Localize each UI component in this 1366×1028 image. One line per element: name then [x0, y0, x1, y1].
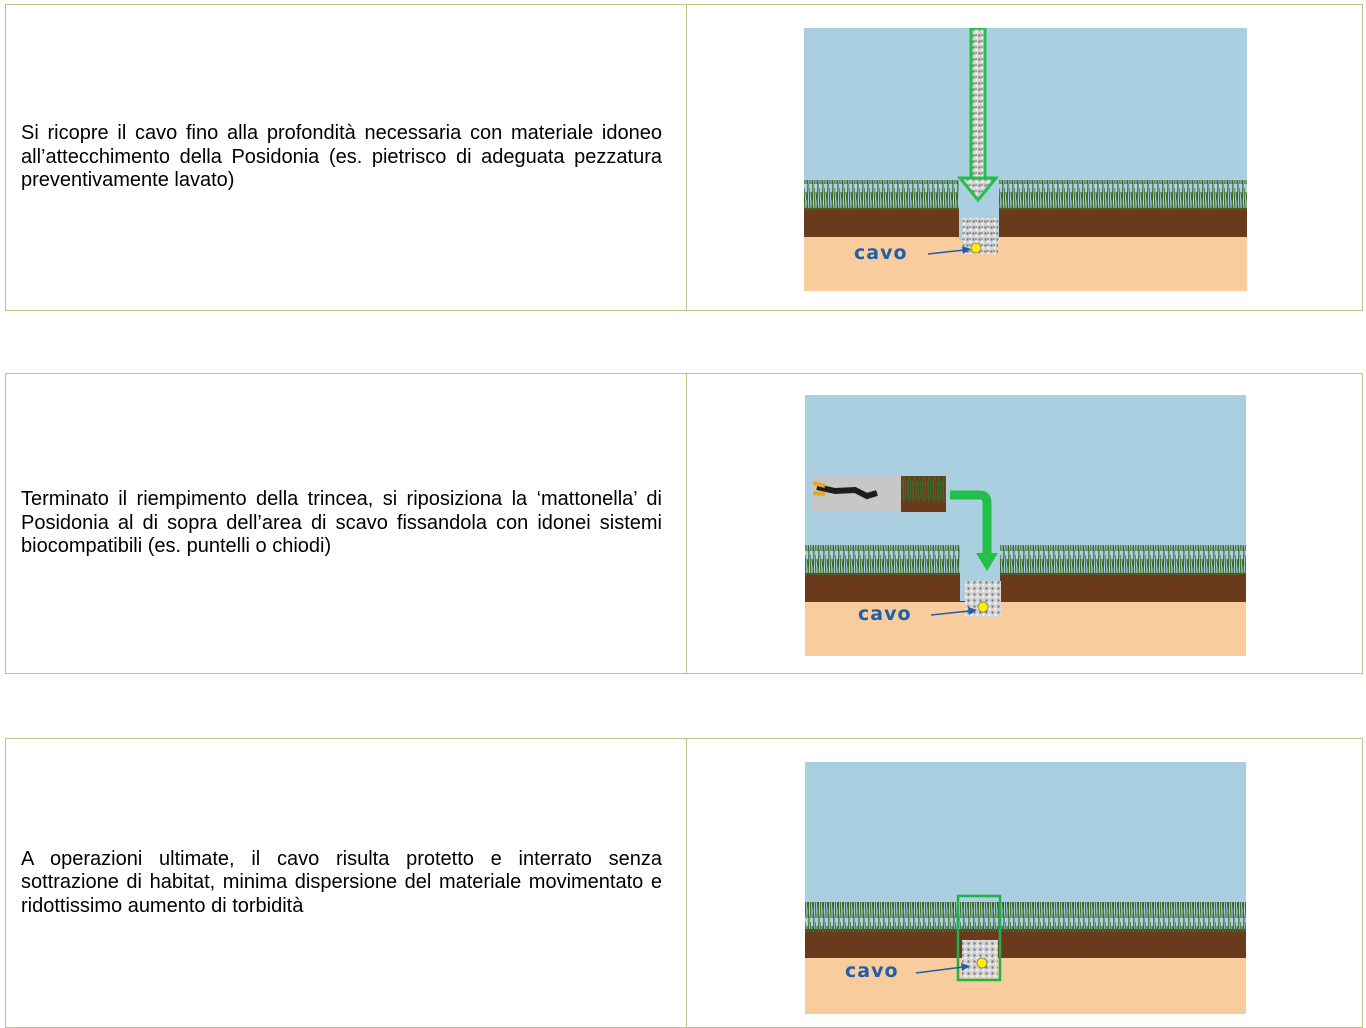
step-description: Si ricopre il cavo fino alla profondità …: [21, 122, 662, 192]
step-description: Terminato il riempimento della trincea, …: [21, 488, 662, 558]
step-illustration-cell: cavo: [687, 739, 1362, 1027]
step-row-3: A operazioni ultimate, il cavo risulta p…: [5, 738, 1363, 1028]
step-text-cell: Terminato il riempimento della trincea, …: [6, 374, 687, 673]
cable-label: cavo: [854, 242, 908, 264]
completed-burial-illustration: cavo: [805, 762, 1246, 1014]
trench-backfill-illustration: cavo: [804, 28, 1247, 291]
cable-label: cavo: [858, 603, 912, 625]
posidonia-repositioning-illustration: cavo: [805, 395, 1246, 656]
step-text-cell: Si ricopre il cavo fino alla profondità …: [6, 5, 687, 310]
step-row-2: Terminato il riempimento della trincea, …: [5, 373, 1363, 674]
step-description: A operazioni ultimate, il cavo risulta p…: [21, 847, 662, 917]
illustration-svg: [804, 28, 1247, 291]
step-row-1: Si ricopre il cavo fino alla profondità …: [5, 4, 1363, 311]
illustration-svg: [805, 762, 1246, 1014]
step-illustration-cell: cavo: [687, 5, 1362, 310]
step-illustration-cell: cavo: [687, 374, 1362, 673]
cable-label: cavo: [845, 960, 899, 982]
step-text-cell: A operazioni ultimate, il cavo risulta p…: [6, 739, 687, 1027]
illustration-svg: [805, 395, 1246, 656]
